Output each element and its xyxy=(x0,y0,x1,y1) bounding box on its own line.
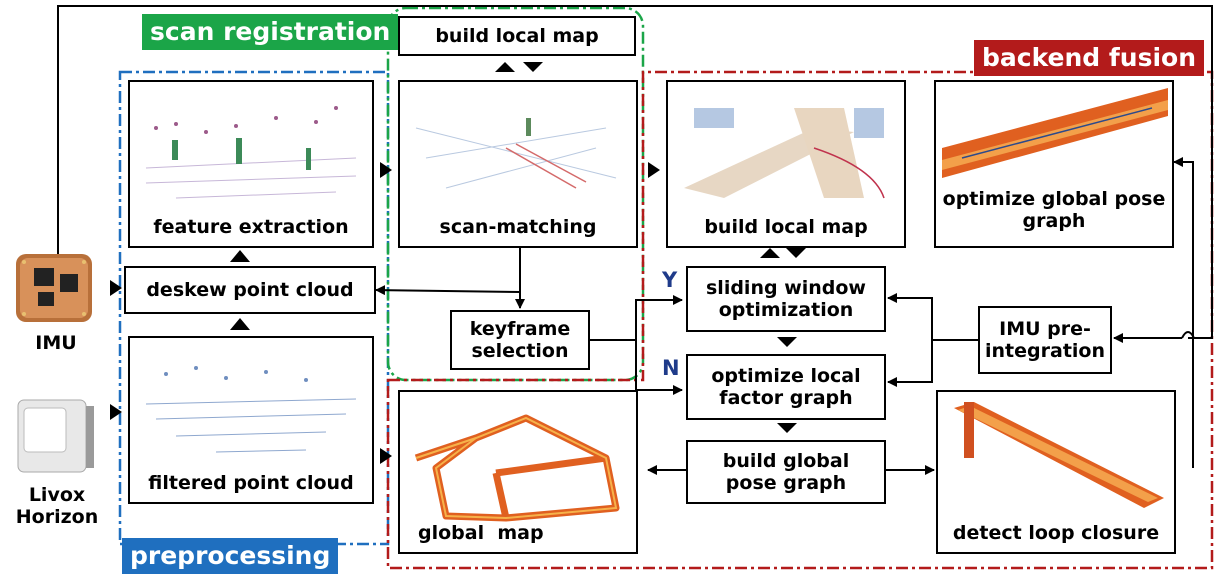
loop-closure-image xyxy=(954,402,1164,508)
detect-loop-closure-panel: detect loop closure xyxy=(936,390,1176,554)
feature-cloud-image xyxy=(145,106,357,199)
scan-registration-tag: scan registration xyxy=(142,14,399,50)
filtered-point-cloud-panel: filtered point cloud xyxy=(128,336,374,504)
imu-preintegration-box: IMU pre-integration xyxy=(978,306,1112,374)
imu-label: IMU xyxy=(35,332,77,354)
global-pose-image xyxy=(942,88,1168,178)
build-global-pose-graph-box: build global pose graph xyxy=(686,440,886,504)
optimize-local-box: optimize local factor graph xyxy=(686,354,886,420)
global-map-label: global map xyxy=(418,522,544,544)
build-local-map-panel: build local map xyxy=(666,80,906,248)
backend-fusion-tag: backend fusion xyxy=(974,40,1204,76)
scan-matching-panel: scan-matching xyxy=(398,80,638,248)
scan-matching-image xyxy=(415,118,617,189)
filtered-cloud-image xyxy=(145,366,357,453)
yes-marker: Y xyxy=(662,268,678,292)
optimize-global-panel: optimize global pose graph xyxy=(934,80,1174,248)
optimize-global-label: optimize global pose graph xyxy=(942,188,1166,232)
global-map-image xyxy=(414,414,620,522)
livox-label-line2: Horizon xyxy=(15,506,99,528)
feature-extraction-panel: feature extraction xyxy=(128,80,374,248)
livox-label-line1: Livox xyxy=(28,484,86,506)
imu-chip-icon xyxy=(10,248,98,328)
build-local-map-top-box: build local map xyxy=(398,16,636,56)
deskew-box: deskew point cloud xyxy=(124,266,376,314)
imu-arrow xyxy=(110,280,122,296)
lidar-arrow xyxy=(110,404,122,420)
scan-matching-label: scan-matching xyxy=(439,216,597,238)
local-map-image xyxy=(684,108,885,199)
detect-loop-closure-label: detect loop closure xyxy=(952,522,1160,544)
global-map-panel: global map xyxy=(398,390,638,554)
livox-lidar-icon xyxy=(12,392,98,478)
imu-feedback-wire xyxy=(57,5,1213,339)
preprocessing-tag: preprocessing xyxy=(122,538,339,574)
no-marker: N xyxy=(662,356,680,380)
keyframe-selection-box: keyframe selection xyxy=(450,310,590,370)
filtered-point-cloud-label: filtered point cloud xyxy=(148,472,354,494)
sliding-window-box: sliding window optimization xyxy=(686,266,886,332)
build-local-map-label: build local map xyxy=(704,216,868,238)
feature-extraction-label: feature extraction xyxy=(153,216,349,238)
